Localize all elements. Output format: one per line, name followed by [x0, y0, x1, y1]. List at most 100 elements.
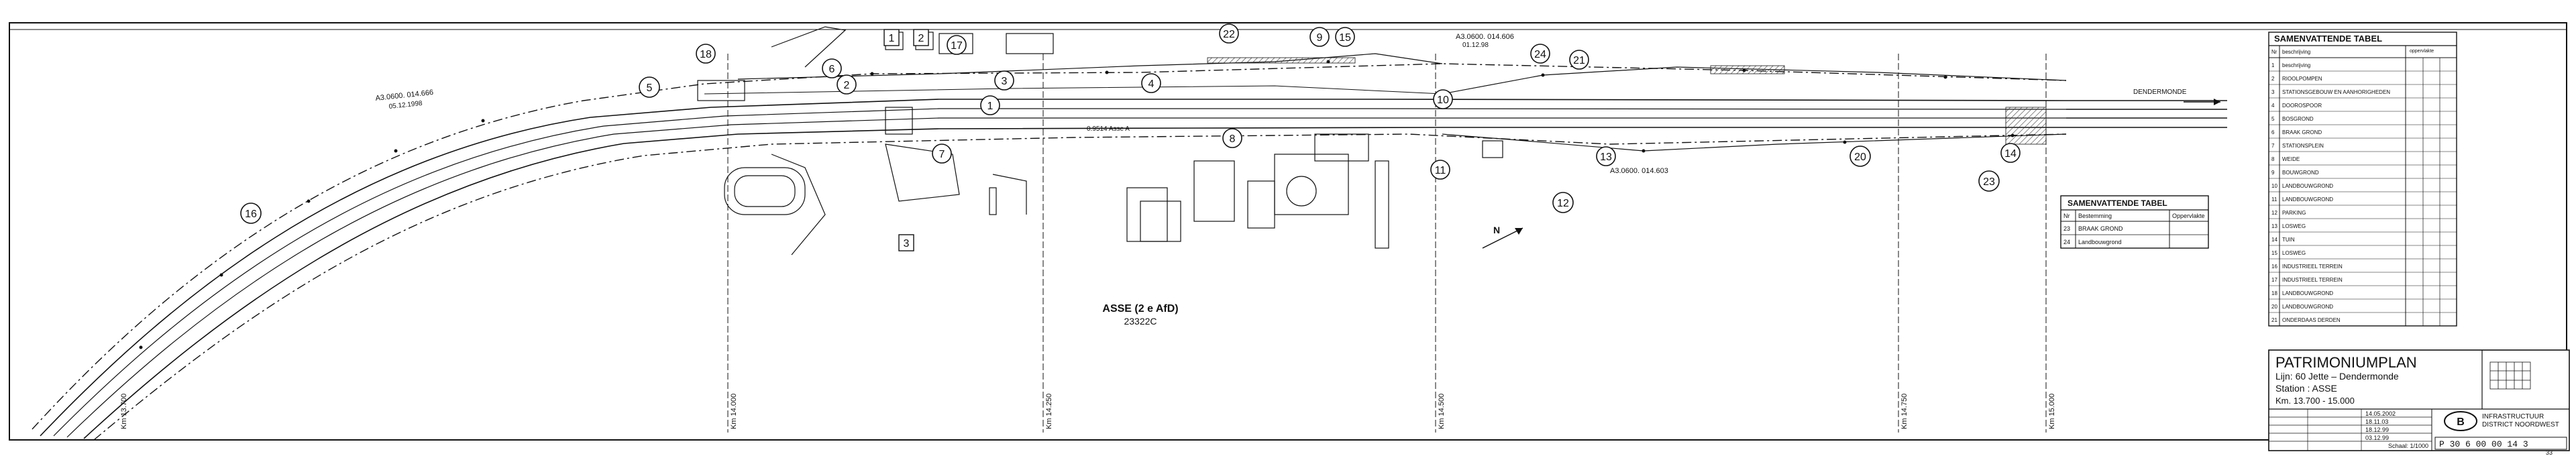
table-row-description: ONDERDAAS DERDEN — [2282, 317, 2341, 323]
summary-table-small-cell: 24 — [2063, 239, 2070, 245]
table-row-description: DOOROSPOOR — [2282, 103, 2322, 109]
title-block-station: Station : ASSE — [2275, 383, 2337, 394]
title-block: PATRIMONIUMPLAN Lijn: 60 Jette – Denderm… — [2268, 349, 2570, 456]
svg-text:3: 3 — [904, 238, 910, 249]
table-row-number: 17 — [2271, 277, 2277, 283]
summary-table-small-header: Oppervlakte — [2172, 213, 2205, 219]
table-row-number: 3 — [2271, 89, 2275, 95]
callout-15: 15 — [1335, 27, 1355, 47]
callout-7: 7 — [932, 144, 952, 164]
table-row-description: TUIN — [2282, 237, 2295, 243]
table-row-number: 2 — [2271, 76, 2275, 82]
table-row-number: 18 — [2271, 290, 2277, 296]
svg-text:17: 17 — [951, 40, 963, 52]
railway-line-60 — [32, 53, 2227, 441]
table-row-description: BOSGROND — [2282, 116, 2314, 122]
callout-1: 1 — [980, 95, 1000, 115]
track-outer-left — [40, 99, 2067, 437]
town-label: ASSE (2 e AfD) — [1102, 303, 1178, 315]
callout-9: 9 — [1309, 27, 1330, 47]
svg-text:10: 10 — [1437, 95, 1449, 106]
table-row-description: RIOOLPOMPEN — [2282, 76, 2322, 82]
svg-text:20: 20 — [1854, 152, 1866, 163]
siding-upper — [737, 53, 1443, 80]
table-row-number: 6 — [2271, 129, 2275, 135]
table-row-description: INDUSTRIEEL TERREIN — [2282, 277, 2343, 283]
ref-left-date: 05.12.1998 — [388, 100, 423, 111]
boxed-label-1: 1 — [883, 29, 900, 46]
summary-table-small-cell: 23 — [2063, 225, 2070, 232]
table-row-number: 10 — [2271, 183, 2277, 189]
callout-16: 16 — [240, 203, 262, 224]
table-row-number: 7 — [2271, 143, 2275, 149]
km-marker-label: Km 14.750 — [1900, 394, 1909, 429]
direction-right: DENDERMONDE — [2133, 89, 2187, 96]
table-row-number: 8 — [2271, 156, 2275, 162]
table-row-description: LANDBOUWGROND — [2282, 304, 2333, 310]
svg-text:16: 16 — [245, 209, 257, 220]
title-block-scale: Schaal: 1/1000 — [2388, 443, 2428, 449]
summary-table-small: SAMENVATTENDE TABEL Nr Bestemming Opperv… — [2060, 195, 2209, 249]
svg-text:15: 15 — [1339, 32, 1351, 44]
table-row-description: LOSWEG — [2282, 223, 2306, 229]
town-buildings — [697, 80, 1503, 255]
table-row-number: 12 — [2271, 210, 2277, 216]
table-row-number: 5 — [2271, 116, 2275, 122]
sheet-index-grid — [2489, 361, 2531, 390]
title-block-date: 14.05.2002 — [2365, 410, 2396, 417]
revision-rows — [2269, 409, 2432, 451]
title-block-title: PATRIMONIUMPLAN — [2275, 354, 2417, 371]
table-row-number: 11 — [2271, 196, 2277, 203]
boxed-label-3: 3 — [898, 234, 914, 251]
table-row-number: 4 — [2271, 103, 2275, 109]
svg-text:24: 24 — [1534, 49, 1546, 60]
svg-text:3: 3 — [1002, 76, 1008, 87]
summary-table-main-header: beschrijving — [2282, 49, 2310, 55]
boxed-labels: 1 2 3 — [883, 29, 929, 251]
callout-22: 22 — [1219, 23, 1239, 44]
table-row-number: 15 — [2271, 250, 2277, 256]
svg-text:12: 12 — [1557, 198, 1569, 209]
table-row-number: 1 — [2271, 62, 2275, 68]
track-right-upper — [1442, 66, 2067, 95]
callout-17: 17 — [947, 35, 967, 55]
svg-text:1: 1 — [987, 101, 994, 112]
ref-left: A3.0600. 014.666 — [375, 89, 434, 103]
direction-arrow-east-icon — [2184, 99, 2220, 105]
track-outer-right — [83, 127, 2066, 439]
hatched-zone-mid — [1207, 57, 1356, 64]
title-block-org-1: INFRASTRUCTUUR — [2482, 413, 2544, 420]
summary-table-small-cell: Landbouwgrond — [2078, 239, 2122, 245]
svg-text:8: 8 — [1230, 133, 1236, 145]
callout-18: 18 — [696, 44, 716, 64]
table-row-number: 14 — [2271, 237, 2277, 243]
boxed-label-2: 2 — [913, 29, 929, 46]
svg-text:2: 2 — [918, 33, 924, 44]
table-row-description: LANDBOUWGROND — [2282, 290, 2333, 296]
svg-text:9: 9 — [1317, 32, 1323, 44]
svg-text:14: 14 — [2004, 148, 2017, 160]
table-row-description: PARKING — [2282, 210, 2306, 216]
callout-12: 12 — [1552, 192, 1574, 213]
top-structures — [771, 26, 1054, 68]
ref-right: A3.0600. 014.603 — [1610, 167, 1668, 175]
summary-table-main-header: Nr — [2271, 49, 2277, 55]
callout-5: 5 — [639, 76, 660, 98]
north-arrow-icon: N — [1482, 225, 1523, 249]
summary-table-main: SAMENVATTENDE TABEL Nr beschrijving oppe… — [2268, 32, 2457, 327]
nmbs-logo-icon: B — [2444, 411, 2477, 431]
table-row-description: LANDBOUWGROND — [2282, 196, 2333, 203]
callout-3: 3 — [994, 70, 1014, 91]
callout-20: 20 — [1849, 146, 1871, 167]
title-block-org-2: DISTRICT NOORDWEST — [2482, 421, 2559, 429]
title-block-sheet: 33 — [2546, 449, 2553, 456]
callout-6: 6 — [822, 58, 842, 78]
parcel-callouts: 1 2 3 4 5 6 7 8 9 10 11 12 13 14 15 16 1… — [240, 23, 2021, 224]
summary-table-small-title: SAMENVATTENDE TABEL — [2068, 198, 2167, 208]
svg-text:4: 4 — [1148, 78, 1155, 90]
svg-text:5: 5 — [647, 82, 653, 94]
title-block-drawing-number: P 30 6 00 00 14 3 — [2439, 439, 2528, 449]
table-row-number: 21 — [2271, 317, 2277, 323]
title-block-line: Lijn: 60 Jette – Dendermonde — [2275, 371, 2399, 382]
